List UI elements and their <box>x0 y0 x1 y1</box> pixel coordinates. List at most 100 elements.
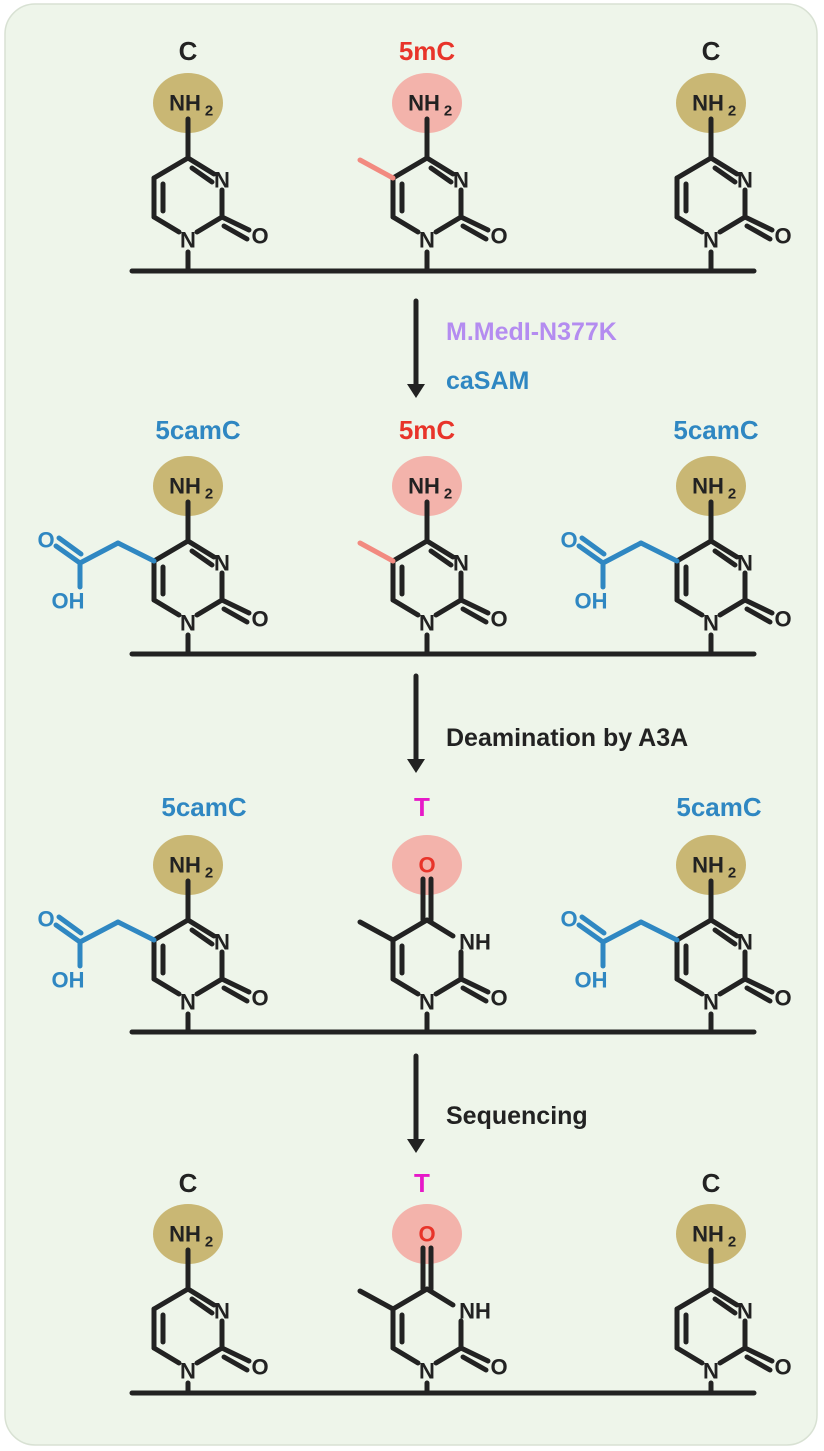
glycosidic-nitrogen-label: N <box>180 990 196 1015</box>
ring-bond <box>424 917 456 939</box>
amine-subscript: 2 <box>205 103 213 120</box>
nucleotide-label-1-left: C <box>179 36 198 66</box>
glycosidic-nitrogen-label: N <box>419 611 435 636</box>
ring-double-bond <box>189 927 215 947</box>
carbonyl-bond <box>742 976 775 995</box>
carbonyl-oxygen-label: O <box>251 1355 268 1380</box>
ring-bond <box>674 976 705 997</box>
carbonyl-bond <box>742 597 775 616</box>
ring-bond <box>390 917 430 943</box>
arrow-head <box>407 759 425 773</box>
ring-double-bond <box>712 165 738 185</box>
nucleotide-label-3-middle: T <box>414 792 430 822</box>
ring-nitrogen-label: N <box>214 1299 230 1324</box>
nucleotide-label-4-left: C <box>179 1168 198 1198</box>
amine-label: NH <box>408 91 440 116</box>
ring-bond <box>717 976 748 997</box>
ring-bond <box>433 1345 464 1366</box>
methyl-group <box>357 1288 396 1312</box>
carboxymethyl-bond <box>115 919 157 943</box>
hydroxyl-label: OH <box>575 589 608 614</box>
ring-double-bond <box>189 548 215 568</box>
nucleotide-label-1-right: C <box>702 36 721 66</box>
amine-subscript: 2 <box>728 103 736 120</box>
carbonyl-oxygen-label: O <box>774 224 791 249</box>
ring-bond <box>151 1345 182 1366</box>
ring-bond <box>708 917 740 939</box>
carboxyl-bond <box>56 914 84 936</box>
ring-bond <box>151 538 191 564</box>
nucleotide-label-1-middle: 5mC <box>399 36 456 66</box>
ring-bond <box>390 976 421 997</box>
glycosidic-nitrogen-label: N <box>419 1359 435 1384</box>
ring-bond <box>185 155 217 177</box>
carbonyl-oxygen-label: O <box>490 1355 507 1380</box>
carbonyl-oxygen-label: O <box>490 607 507 632</box>
ring-bond <box>708 155 740 177</box>
ring-bond <box>674 538 714 564</box>
ring-bond <box>151 214 182 235</box>
carboxyl-oxygen-label: O <box>560 528 577 553</box>
methyl-group <box>357 157 396 181</box>
carboxyl-bond <box>579 535 607 557</box>
carboxyl-bond <box>53 543 83 566</box>
ring-bond <box>390 538 430 564</box>
ring-bond <box>424 155 456 177</box>
ring-bond <box>151 597 182 618</box>
ring-double-bond <box>712 927 738 947</box>
ring-nitrogen-label: N <box>737 930 753 955</box>
imide-label: NH <box>459 930 491 955</box>
ring-bond <box>390 155 430 181</box>
ring-bond <box>185 538 217 560</box>
carbonyl-bond <box>744 223 773 242</box>
sequencing-label: Sequencing <box>446 1102 588 1130</box>
carbonyl-bond <box>221 606 250 625</box>
carboxyl-bond <box>53 922 83 945</box>
carbonyl-oxygen-label: O <box>774 607 791 632</box>
methyl-group <box>357 540 396 564</box>
nucleotide-label-4-right: C <box>702 1168 721 1198</box>
carboxymethyl-bond <box>600 919 644 945</box>
carboxymethyl-bond <box>115 540 157 564</box>
ring-bond <box>717 214 748 235</box>
ring-bond <box>194 1345 225 1366</box>
ring-bond <box>151 976 182 997</box>
carboxyl-bond <box>576 543 606 566</box>
amine-label: NH <box>169 91 201 116</box>
ring-nitrogen-label: N <box>214 930 230 955</box>
ring-nitrogen-label: N <box>214 551 230 576</box>
carbonyl-bond <box>742 214 775 233</box>
oxygen-label: O <box>418 1222 435 1247</box>
carboxymethyl-bond <box>638 540 680 564</box>
enzyme-label: M.MedI-N377K <box>446 318 617 346</box>
glycosidic-nitrogen-label: N <box>703 1359 719 1384</box>
carbonyl-bond <box>460 606 489 625</box>
ring-bond <box>674 1345 705 1366</box>
ring-nitrogen-label: N <box>737 168 753 193</box>
glycosidic-nitrogen-label: N <box>180 1359 196 1384</box>
carbonyl-bond <box>219 214 252 233</box>
carbonyl-bond <box>742 1345 775 1364</box>
ring-double-bond <box>712 548 738 568</box>
ring-bond <box>708 1286 740 1308</box>
ring-bond <box>151 917 191 943</box>
amine-subscript: 2 <box>205 865 213 882</box>
amine-highlight <box>153 1204 223 1264</box>
carbonyl-bond <box>460 223 489 242</box>
amine-highlight <box>153 456 223 516</box>
glycosidic-nitrogen-label: N <box>180 228 196 253</box>
amine-subscript: 2 <box>205 1234 213 1251</box>
glycosidic-nitrogen-label: N <box>419 990 435 1015</box>
ring-bond <box>390 214 421 235</box>
ring-bond <box>194 597 225 618</box>
amine-label: NH <box>169 1222 201 1247</box>
carboxyl-oxygen-label: O <box>37 907 54 932</box>
amine-label: NH <box>169 853 201 878</box>
ring-bond <box>424 1286 456 1308</box>
